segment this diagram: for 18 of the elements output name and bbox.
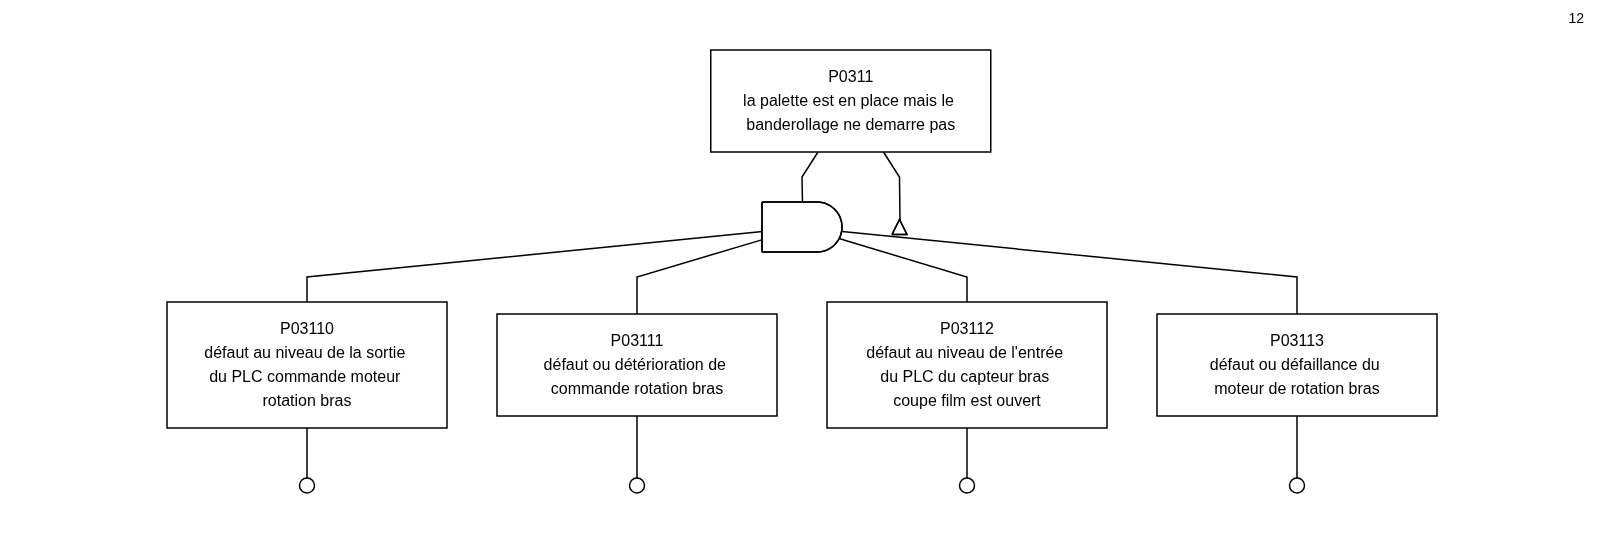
connector [306, 427, 308, 479]
connector [801, 151, 819, 204]
node-box: P03112 défaut au niveau de l'entrée du PLC du capteur bras coupe film est ouvert [826, 301, 1108, 429]
connector [636, 415, 638, 479]
node-circle [628, 477, 646, 494]
node-box: P03113 défaut ou défaillance du moteur de rotation bras [1156, 313, 1438, 417]
connector [882, 151, 901, 221]
node-box: P03110 défaut au niveau de la sortie du PLC commande moteur rotation bras [166, 301, 448, 429]
node-circle [1288, 477, 1306, 494]
connector [839, 238, 968, 303]
reference-number: 12 [1568, 10, 1584, 26]
node-box: P03111 défaut ou détérioration de commande rotation bras [496, 313, 778, 417]
node-circle [958, 477, 976, 494]
node-box: P0311 la palette est en place mais le banderollage ne demarre pas [710, 49, 992, 153]
connector [1296, 415, 1298, 479]
connector [966, 427, 968, 479]
connector [841, 230, 1298, 315]
node-circle [298, 477, 316, 494]
